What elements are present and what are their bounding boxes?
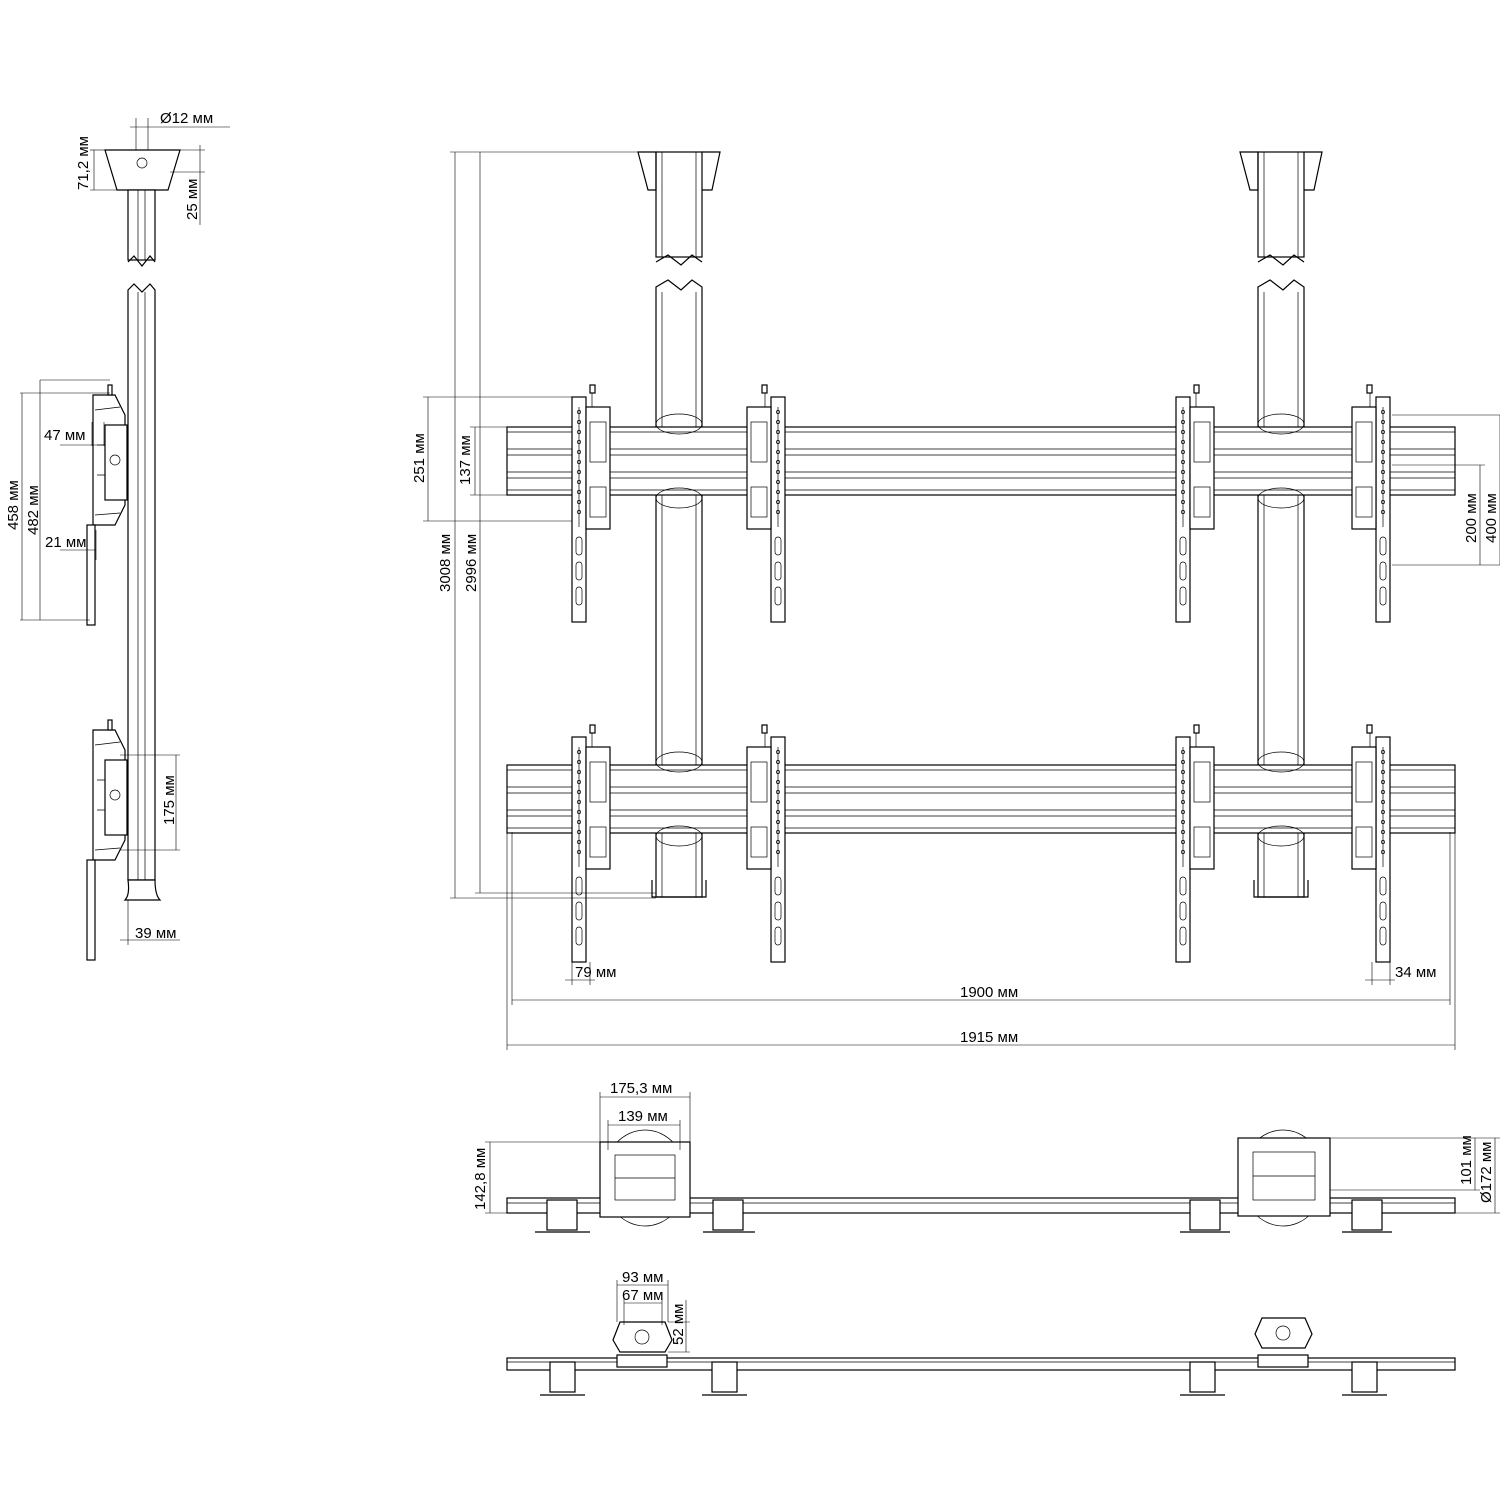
dim-bracket-width-34: 34 мм <box>1395 964 1436 981</box>
dim-bracket-depth: 47 мм <box>44 427 85 444</box>
dim-total-height-2996: 2996 мм <box>463 534 480 592</box>
top-view-1: 175,3 мм 139 мм 142,8 мм 101 мм Ø172 мм <box>472 1080 1500 1233</box>
dim-width-67: 67 мм <box>622 1287 663 1304</box>
dim-width-175-3: 175,3 мм <box>610 1080 672 1097</box>
dim-height-137: 137 мм <box>457 435 474 485</box>
dim-width-139: 139 мм <box>618 1108 668 1125</box>
dim-depth-142-8: 142,8 мм <box>472 1148 489 1210</box>
dim-rail-length-1915: 1915 мм <box>960 1029 1018 1046</box>
dim-diameter-172: Ø172 мм <box>1478 1142 1495 1204</box>
side-view: Ø12 мм 71,2 мм 25 мм 47 мм 458 мм 482 мм… <box>5 110 230 961</box>
dim-foot-width: 39 мм <box>135 925 176 942</box>
dim-height-251: 251 мм <box>411 433 428 483</box>
top-view-2: 93 мм 67 мм 52 мм <box>506 1269 1456 1396</box>
dim-bracket-offset: 21 мм <box>45 534 86 551</box>
dim-rail-length-1900: 1900 мм <box>960 984 1018 1001</box>
dim-vesa-400: 400 мм <box>1483 493 1500 543</box>
dim-total-height-3008: 3008 мм <box>437 534 454 592</box>
dim-vesa-200: 200 мм <box>1463 493 1480 543</box>
dim-bolt-diameter: Ø12 мм <box>160 110 213 127</box>
dim-cap-height: 71,2 мм <box>75 136 92 190</box>
dim-lower-span: 175 мм <box>161 775 178 825</box>
front-view: 251 мм 137 мм 3008 мм 2996 мм 200 мм 400… <box>411 151 1500 1050</box>
dim-bracket-height-482: 482 мм <box>25 485 42 535</box>
dim-bracket-height-458: 458 мм <box>5 480 22 530</box>
dim-width-93: 93 мм <box>622 1269 663 1286</box>
dim-depth-101: 101 мм <box>1458 1135 1475 1185</box>
dim-bracket-width-79: 79 мм <box>575 964 616 981</box>
dim-depth-52: 52 мм <box>670 1304 687 1345</box>
dim-cap-offset: 25 мм <box>184 179 201 220</box>
